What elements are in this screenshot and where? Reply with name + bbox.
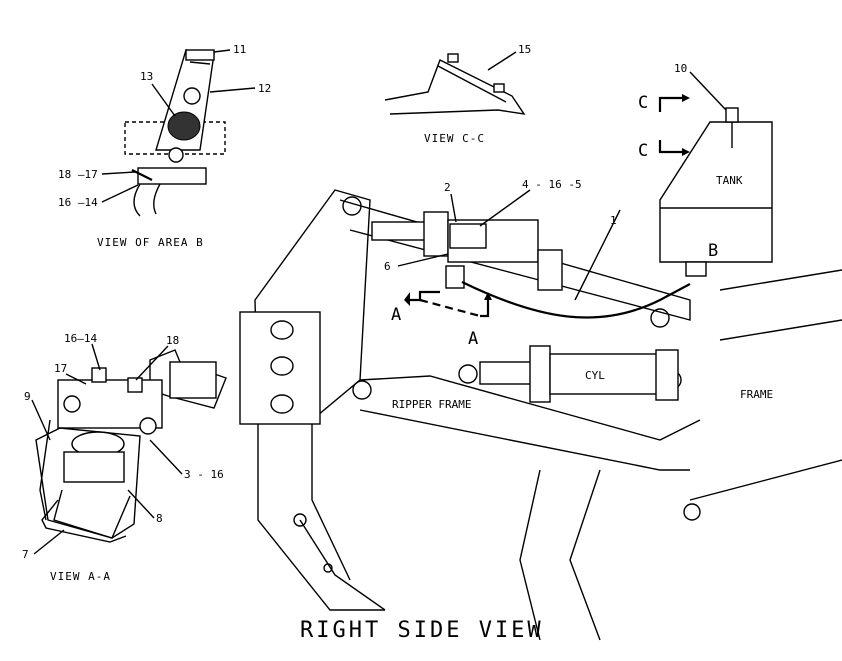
section-mark-a-right: A: [468, 329, 478, 349]
view-c-c-label: VIEW C-C: [424, 132, 485, 145]
callout-17: 17: [54, 362, 67, 375]
right-side-view-title: RIGHT SIDE VIEW: [300, 618, 544, 643]
callout-4-16-5: 4 - 16 -5: [522, 178, 582, 191]
hose-1-drawing: [461, 281, 691, 319]
callout-7: 7: [22, 548, 29, 561]
callout-11: 11: [233, 43, 246, 56]
callout-12: 12: [258, 82, 271, 95]
callout-10: 10: [674, 62, 687, 75]
view-a-a-label: VIEW A-A: [50, 570, 111, 583]
section-mark-c-bottom: C: [638, 141, 648, 161]
ripper-frame-drawing: [239, 189, 842, 641]
cyl-label: CYL: [585, 369, 605, 382]
callout-1: 1: [610, 214, 617, 227]
section-mark-a-left: A: [391, 305, 401, 325]
callout-6: 6: [384, 260, 391, 273]
view-c-c-drawing: [384, 53, 526, 115]
callout-16-14-area-b: 16 —14: [58, 196, 98, 209]
tank-label: TANK: [716, 174, 743, 187]
ripper-frame-label: RIPPER FRAME: [392, 398, 471, 411]
view-area-b-label: VIEW OF AREA B: [97, 236, 204, 249]
view-area-b-drawing: [124, 49, 226, 217]
frame-label: FRAME: [740, 388, 773, 401]
lower-cylinder-drawing: [479, 345, 679, 403]
section-mark-b: B: [708, 241, 718, 261]
callout-8: 8: [156, 512, 163, 525]
callout-9: 9: [24, 390, 31, 403]
upper-cylinder-drawing: [371, 211, 563, 291]
section-mark-c-top: C: [638, 93, 648, 113]
tank-drawing: [659, 107, 773, 277]
callout-16-14-view-a: 16—14: [64, 332, 97, 345]
callout-18-17: 18 —17: [58, 168, 98, 181]
callout-2: 2: [444, 181, 451, 194]
callout-15: 15: [518, 43, 531, 56]
callout-13: 13: [140, 70, 153, 83]
view-a-a-drawing: [35, 349, 227, 543]
callout-18: 18: [166, 334, 179, 347]
callout-3-16: 3 - 16: [184, 468, 224, 481]
